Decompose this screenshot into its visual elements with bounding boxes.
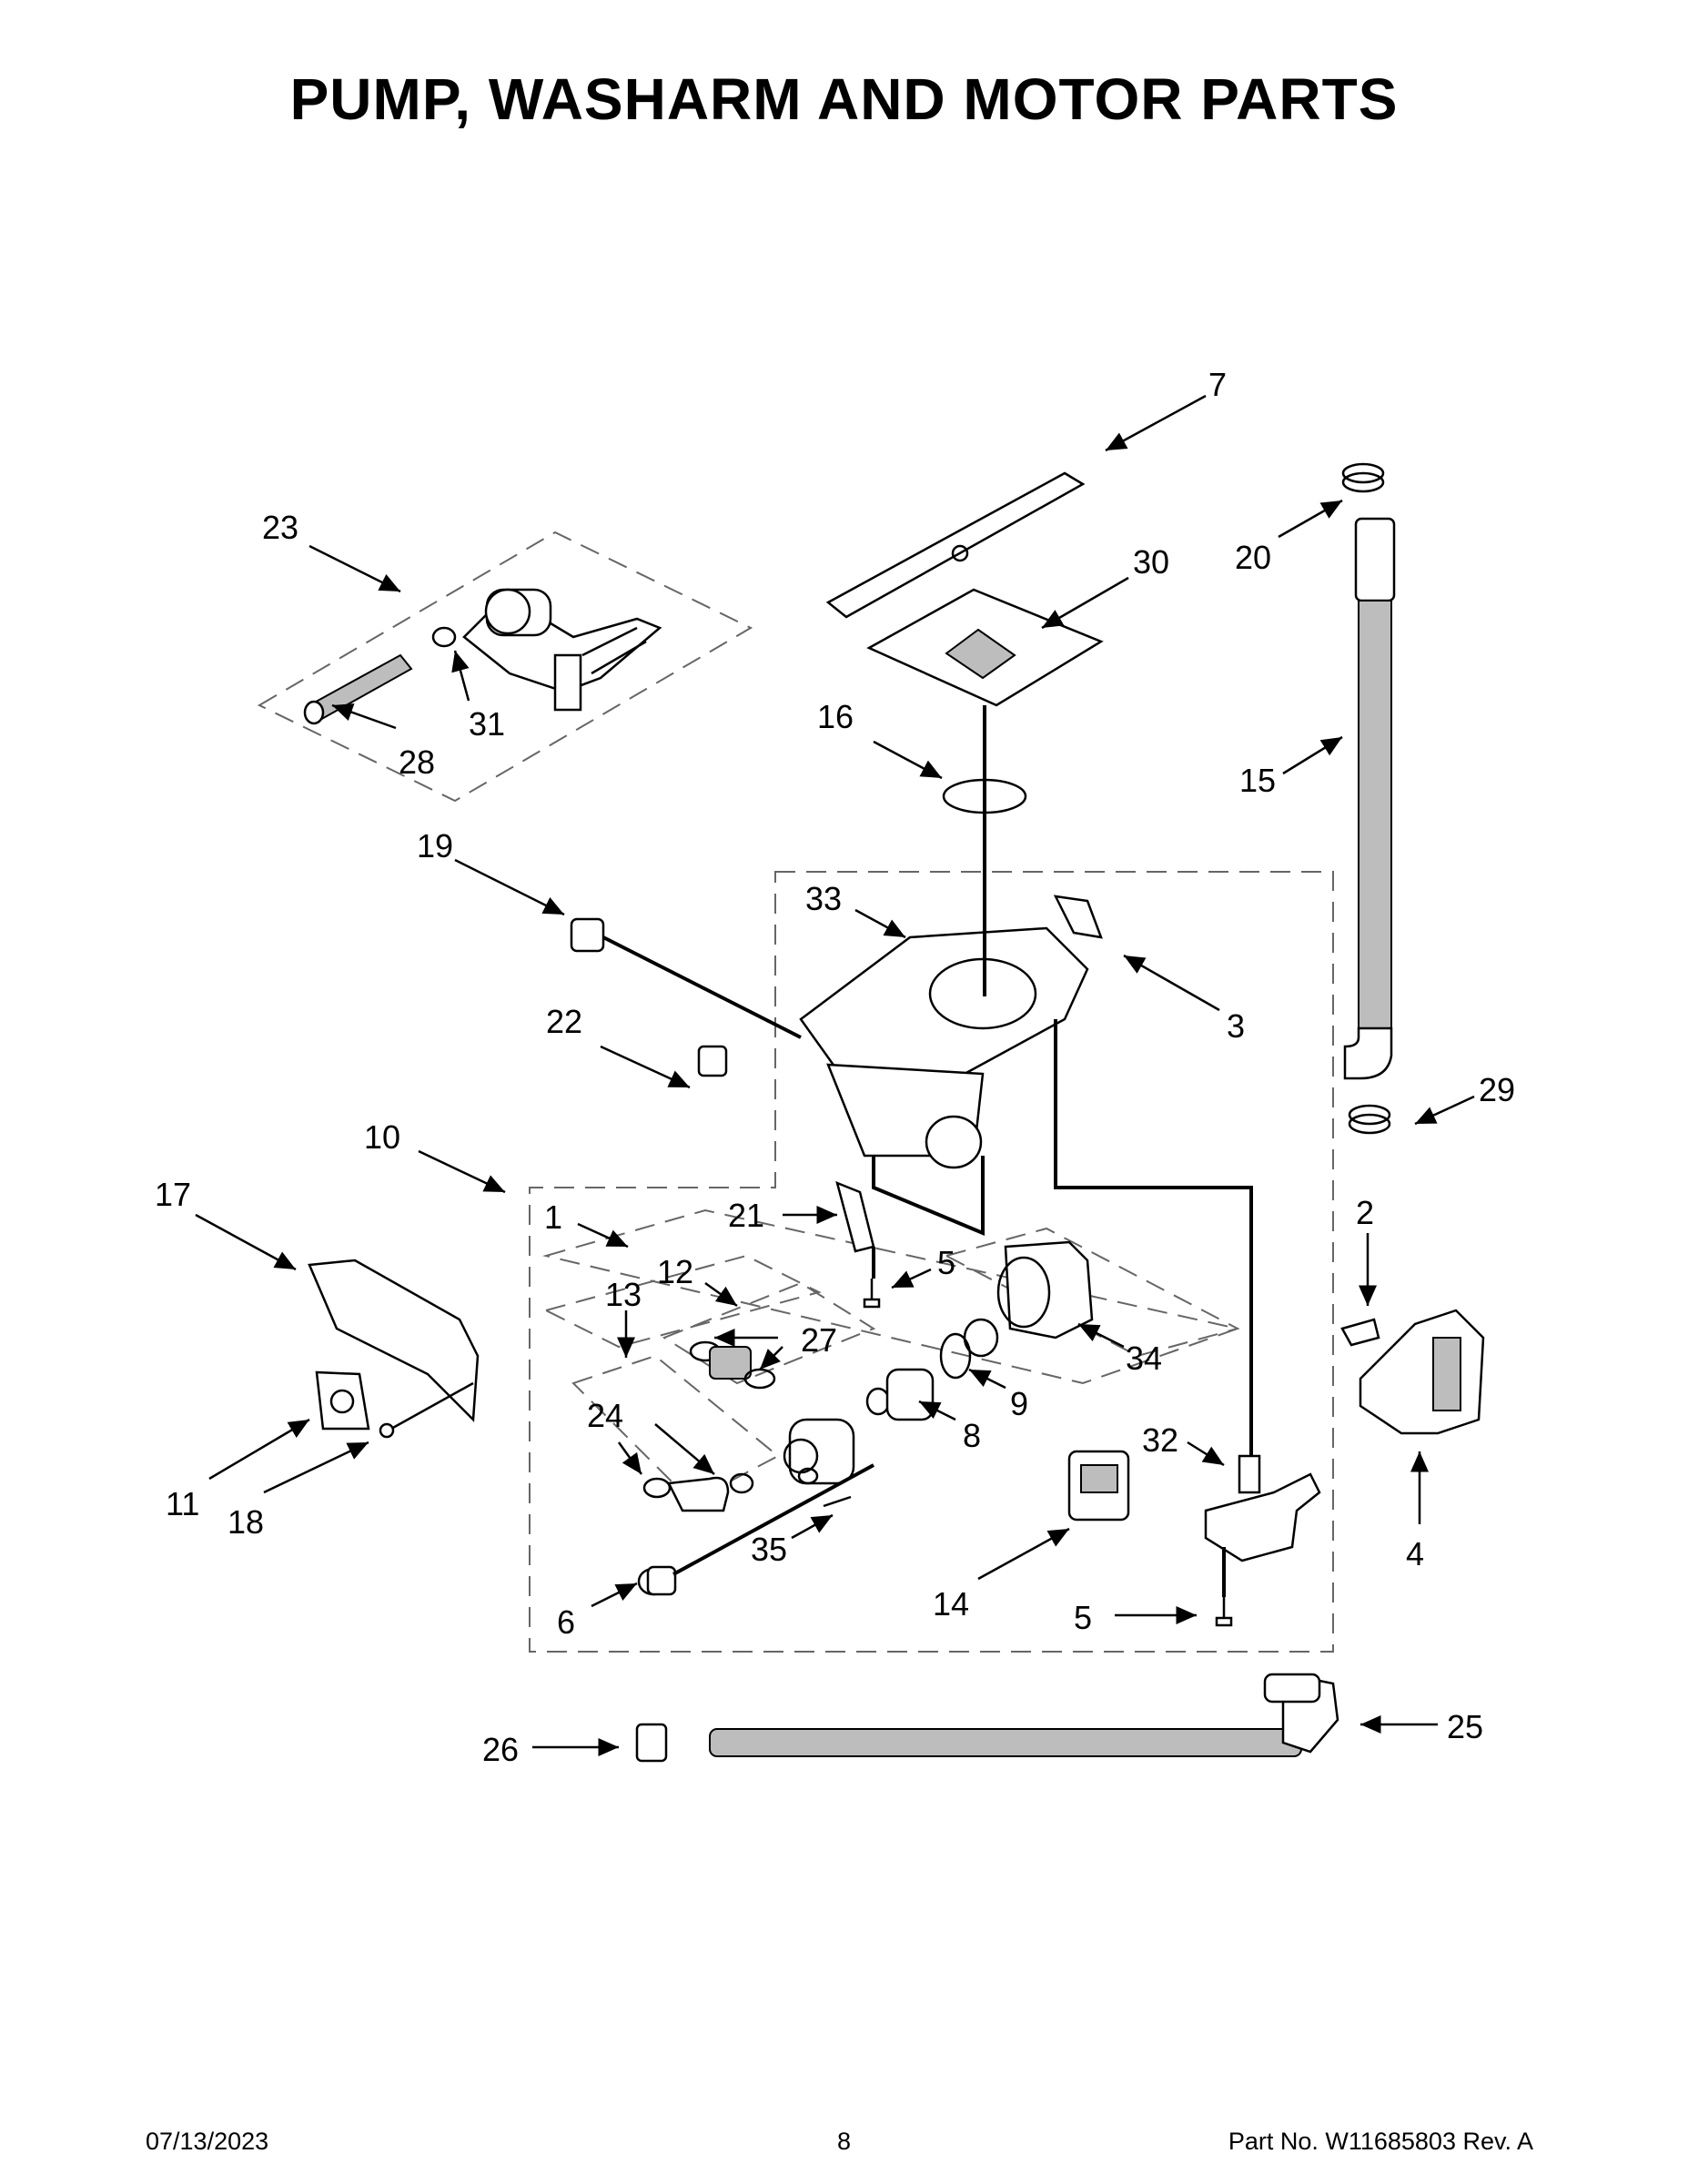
part-31-clamp	[431, 626, 457, 648]
part-35-screw	[823, 1495, 852, 1508]
callout-13: 13	[605, 1276, 642, 1313]
footer-part-number: Part No. W11685803 Rev. A	[1228, 2128, 1533, 2155]
callout-16: 16	[817, 698, 854, 735]
part-23-drain-pump-assembly	[462, 588, 662, 712]
part-27-coupler	[689, 1340, 776, 1390]
callout-25: 25	[1447, 1708, 1483, 1745]
part-21-bracket	[835, 1180, 875, 1253]
group-boxes	[257, 531, 1334, 1653]
callout-11: 11	[166, 1485, 199, 1522]
callout-21: 21	[728, 1197, 764, 1234]
part-5-screw-upper	[863, 1279, 881, 1309]
callout-19: 19	[417, 827, 453, 864]
callout-23: 23	[262, 509, 298, 546]
group-box-27	[662, 1281, 876, 1385]
part-8-impeller	[865, 1368, 935, 1421]
group-box-12	[543, 1254, 822, 1349]
callout-27: 27	[801, 1321, 837, 1359]
callout-18: 18	[227, 1503, 264, 1541]
callout-8: 8	[963, 1417, 981, 1454]
callout-28: 28	[399, 743, 435, 781]
callout-5-upper: 5	[937, 1244, 955, 1281]
page-title: PUMP, WASHARM AND MOTOR PARTS	[289, 66, 1399, 132]
group-box-1	[542, 1208, 1241, 1385]
callout-2: 2	[1356, 1194, 1374, 1231]
callout-labels: 7 30 23 31 28 20 16 15 19 33 3 22 29 10 …	[155, 366, 1515, 1768]
part-3-clip	[1053, 895, 1103, 939]
part-17-bracket	[308, 1259, 480, 1422]
part-25-drain-hose	[709, 1673, 1339, 1757]
callout-26: 26	[482, 1731, 519, 1768]
part-28-drain-hose-section	[303, 653, 413, 725]
callout-arrows	[195, 394, 1475, 1756]
part-20-hose-clamp	[1341, 462, 1385, 493]
part-33-sump-assembly	[799, 926, 1089, 1169]
callout-7: 7	[1208, 366, 1227, 403]
group-box-34	[944, 1227, 1240, 1358]
part-19-turbidity-sensor	[570, 917, 605, 953]
part-pump-housing	[783, 1418, 855, 1485]
callout-5-lower: 5	[1074, 1599, 1092, 1636]
part-14-diverter-motor	[1067, 1450, 1130, 1522]
callout-17: 17	[155, 1176, 191, 1213]
part-2-clip	[1340, 1318, 1380, 1347]
part-6-check-valve	[637, 1565, 677, 1596]
part-34-wash-motor	[996, 1240, 1094, 1340]
callout-35: 35	[751, 1531, 787, 1568]
part-9-seal-ring	[939, 1318, 999, 1380]
part-24-elbow	[642, 1472, 754, 1512]
callout-9: 9	[1010, 1385, 1028, 1422]
callout-30: 30	[1133, 543, 1169, 581]
leader-lines	[602, 705, 1253, 1597]
callout-15: 15	[1239, 762, 1276, 799]
part-29-hose-clamp	[1348, 1104, 1391, 1135]
callout-6: 6	[557, 1603, 575, 1641]
footer-date: 07/13/2023	[146, 2128, 269, 2155]
group-box-23	[257, 531, 753, 803]
callout-3: 3	[1227, 1007, 1245, 1045]
callout-12: 12	[657, 1253, 693, 1290]
callout-32: 32	[1142, 1421, 1178, 1459]
callout-22: 22	[546, 1003, 582, 1040]
part-30-filter-plate	[866, 588, 1104, 707]
callout-24: 24	[587, 1397, 623, 1434]
part-4-bracket	[1359, 1309, 1485, 1435]
footer-page-number: 8	[836, 2128, 852, 2155]
part-7-lower-spray-arm	[825, 471, 1086, 619]
part-26-clip	[635, 1723, 668, 1763]
callout-20: 20	[1235, 539, 1271, 576]
group-box-33	[529, 871, 1334, 1653]
callout-33: 33	[805, 880, 842, 917]
callout-14: 14	[933, 1585, 969, 1623]
callout-1: 1	[544, 1198, 562, 1236]
part-22-connector	[697, 1045, 728, 1077]
callout-10: 10	[364, 1118, 400, 1156]
callout-34: 34	[1126, 1340, 1162, 1377]
part-32-diverter-valve	[1204, 1454, 1321, 1562]
callout-31: 31	[469, 705, 505, 743]
callout-29: 29	[1479, 1071, 1515, 1108]
part-18-screw	[379, 1381, 474, 1439]
part-11-mount	[315, 1370, 370, 1431]
callout-4: 4	[1406, 1535, 1424, 1572]
part-5-screw-lower	[1215, 1597, 1233, 1627]
part-15-circulation-hose	[1343, 517, 1396, 1080]
